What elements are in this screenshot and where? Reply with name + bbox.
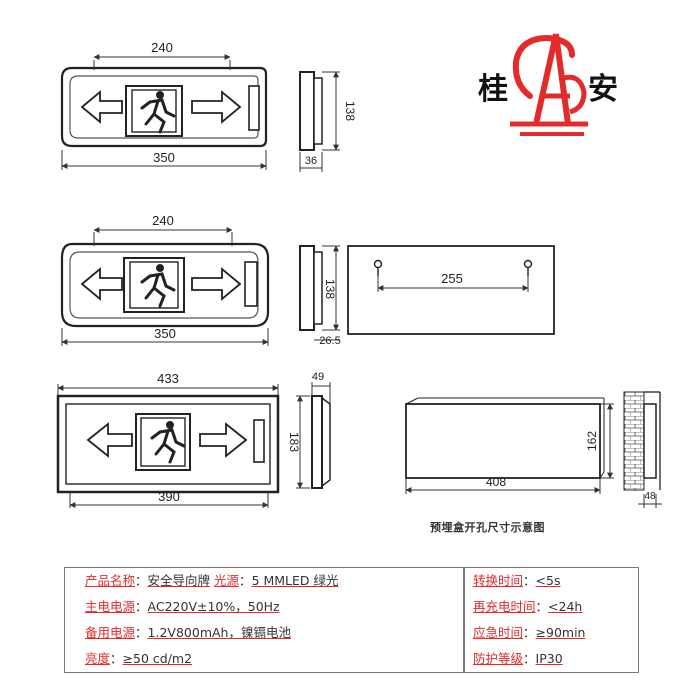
spec-row: 应急时间：≥90min: [473, 625, 586, 640]
spec-label: 主电电源: [85, 599, 136, 614]
brand-char-right: 安: [588, 72, 618, 107]
sign-front-view-2: 240 350 138 26.5 255: [60, 213, 555, 347]
spec-label: 备用电源: [85, 625, 136, 640]
left-arrow-icon: [80, 267, 123, 301]
brand-char-left: 桂: [478, 72, 508, 107]
running-man-icon: [135, 413, 191, 471]
spec-label: 亮度: [85, 651, 111, 666]
spec-row: 再充电时间：<24h: [473, 599, 583, 614]
wall-section: [623, 391, 645, 491]
spec-table: 产品名称：安全导向牌 光源：5 MMLED 绿光 主电电源：AC220V±10%…: [64, 567, 639, 673]
dim-label-depth: 26.5: [319, 335, 340, 347]
right-arrow-icon: [191, 267, 242, 301]
dim-label-hole-span: 255: [441, 271, 463, 286]
spec-value: 1.2V800mAh，镍镉电池: [147, 625, 291, 640]
right-arrow-icon: [199, 422, 248, 458]
dim-label-hole-width: 240: [151, 40, 173, 55]
spec-row: 产品名称：安全导向牌 光源：5 MMLED 绿光: [85, 573, 339, 588]
spec-value: <5s: [535, 573, 561, 588]
box-diagram-caption: 预埋盒开孔尺寸示意图: [430, 521, 545, 534]
dim-label-height: 138: [343, 101, 357, 121]
spec-label: 再充电时间: [473, 599, 536, 614]
spec-column-divider: [463, 568, 465, 672]
spec-value: AC220V±10%，50Hz: [147, 599, 280, 614]
spec-value: ≥50 cd/m2: [122, 651, 193, 666]
spec-label: 转换时间: [473, 573, 524, 588]
spec-row: 主电电源：AC220V±10%，50Hz: [85, 599, 280, 614]
dim-label-height: 138: [323, 279, 337, 299]
dim-label-width: 350: [153, 150, 175, 165]
spec-value: ≥90min: [535, 625, 586, 640]
right-arrow-icon: [191, 90, 242, 124]
dim-label-depth: 36: [305, 155, 317, 167]
brand-logo: [510, 33, 588, 136]
spec-label: 应急时间: [473, 625, 524, 640]
dim-label-box-depth: 48: [644, 491, 656, 502]
back-plate: [347, 245, 555, 335]
spec-label: 产品名称: [85, 573, 136, 588]
dim-label-height: 183: [287, 432, 301, 452]
spec-label: 防护等级: [473, 651, 524, 666]
spec-label: 光源: [214, 573, 240, 588]
sign-front-view-3: 433 390 183 49: [56, 371, 331, 508]
spec-row: 备用电源：1.2V800mAh，镍镉电池: [85, 625, 291, 640]
left-arrow-icon: [80, 90, 123, 124]
dim-label-box-width: 408: [486, 475, 506, 489]
dim-label-inner-width: 390: [158, 489, 180, 504]
spec-value: 安全导向牌: [147, 573, 211, 588]
dim-label-width: 433: [157, 371, 179, 386]
dim-label-width: 350: [154, 326, 176, 341]
spec-row: 亮度：≥50 cd/m2: [85, 651, 193, 666]
dim-label-depth: 49: [312, 371, 324, 383]
embedded-box-diagram: 162 408 48: [405, 391, 662, 508]
spec-value: <24h: [548, 599, 583, 614]
spec-value: 5 MMLED 绿光: [251, 573, 339, 588]
left-arrow-icon: [86, 422, 133, 458]
dim-label-hole-width: 240: [152, 213, 174, 228]
spec-value: IP30: [535, 651, 563, 666]
sign-front-view-1: 240 350 138 36: [60, 40, 357, 172]
spec-row: 转换时间：<5s: [473, 573, 561, 588]
spec-row: 防护等级：IP30: [473, 651, 563, 666]
dim-label-box-height: 162: [585, 431, 599, 451]
